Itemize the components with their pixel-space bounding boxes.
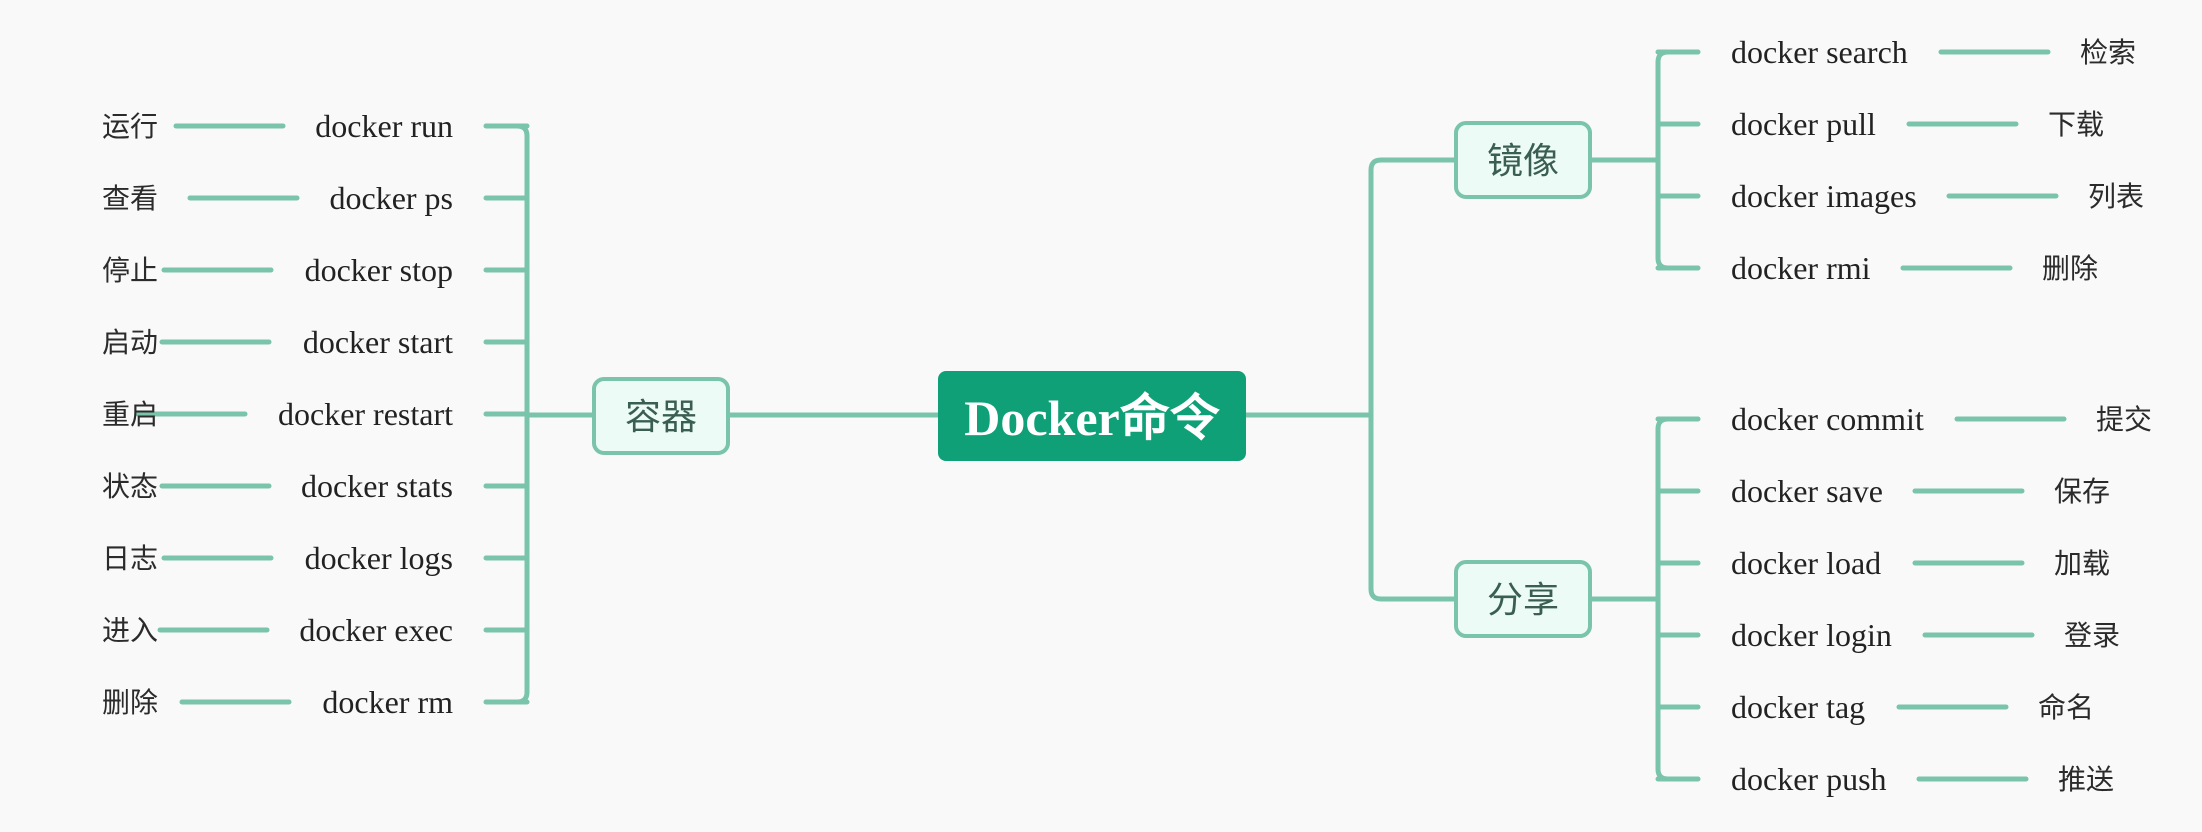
command-label[interactable]: docker rm (322, 684, 453, 720)
command-desc: 日志 (102, 542, 158, 575)
command-label[interactable]: docker load (1731, 545, 1881, 581)
command-label[interactable]: docker ps (329, 180, 453, 216)
branch-image-label: 镜像 (1487, 141, 1559, 182)
command-desc: 保存 (2054, 475, 2110, 508)
command-label[interactable]: docker stats (301, 468, 453, 504)
command-desc: 提交 (2096, 403, 2152, 436)
command-desc: 加载 (2054, 547, 2110, 580)
command-label[interactable]: docker rmi (1731, 250, 1871, 286)
command-label[interactable]: docker pull (1731, 106, 1876, 142)
branch-image-box (1454, 121, 1592, 199)
command-label[interactable]: docker tag (1731, 689, 1865, 725)
command-label[interactable]: docker run (315, 108, 453, 144)
command-desc: 查看 (102, 182, 158, 215)
command-desc: 登录 (2064, 619, 2120, 652)
share-items: docker commit 提交 docker save 保存 docker load 加… (1731, 401, 2152, 797)
command-desc: 检索 (2080, 36, 2136, 69)
branch-container[interactable]: 容器 (592, 377, 730, 455)
command-label[interactable]: docker search (1731, 34, 1908, 70)
command-desc: 删除 (2042, 252, 2098, 285)
line-image-spine (1655, 49, 1671, 271)
command-label[interactable]: docker push (1731, 761, 1887, 797)
branch-container-box (592, 377, 730, 455)
line-root-share (1368, 412, 1459, 602)
command-label[interactable]: docker restart (278, 396, 453, 432)
branch-image[interactable]: 镜像 (1454, 121, 1592, 199)
branch-share-label: 分享 (1487, 580, 1559, 621)
command-label[interactable]: docker start (303, 324, 453, 360)
container-items: docker run 运行 docker ps 查看 docker stop 停止 dock… (102, 108, 453, 720)
root-node-box (938, 371, 1246, 461)
command-desc: 停止 (102, 254, 158, 287)
command-label[interactable]: docker exec (299, 612, 453, 648)
line-share-spine (1655, 416, 1671, 782)
command-desc: 下载 (2048, 108, 2104, 141)
command-desc: 状态 (102, 470, 158, 503)
command-desc: 推送 (2058, 763, 2114, 796)
command-desc: 列表 (2088, 180, 2144, 213)
image-items: docker search 检索 docker pull 下载 docker image… (1731, 34, 2144, 286)
command-label[interactable]: docker images (1731, 178, 1917, 214)
root-node[interactable]: Docker命令 (938, 371, 1246, 461)
command-label[interactable]: docker login (1731, 617, 1892, 653)
command-desc: 启动 (102, 326, 158, 359)
connector-lines (135, 49, 2067, 782)
command-desc: 重启 (102, 398, 158, 431)
command-label[interactable]: docker stop (305, 252, 453, 288)
command-label[interactable]: docker logs (305, 540, 453, 576)
branch-share-box (1454, 560, 1592, 638)
root-label: Docker命令 (964, 390, 1220, 446)
command-label[interactable]: docker commit (1731, 401, 1924, 437)
line-root-image (1368, 157, 1459, 418)
branch-container-label: 容器 (625, 397, 697, 438)
command-desc: 删除 (102, 686, 158, 719)
command-desc: 运行 (102, 110, 158, 143)
command-desc: 进入 (102, 614, 158, 647)
command-label[interactable]: docker save (1731, 473, 1883, 509)
branch-share[interactable]: 分享 (1454, 560, 1592, 638)
command-desc: 命名 (2038, 691, 2094, 724)
